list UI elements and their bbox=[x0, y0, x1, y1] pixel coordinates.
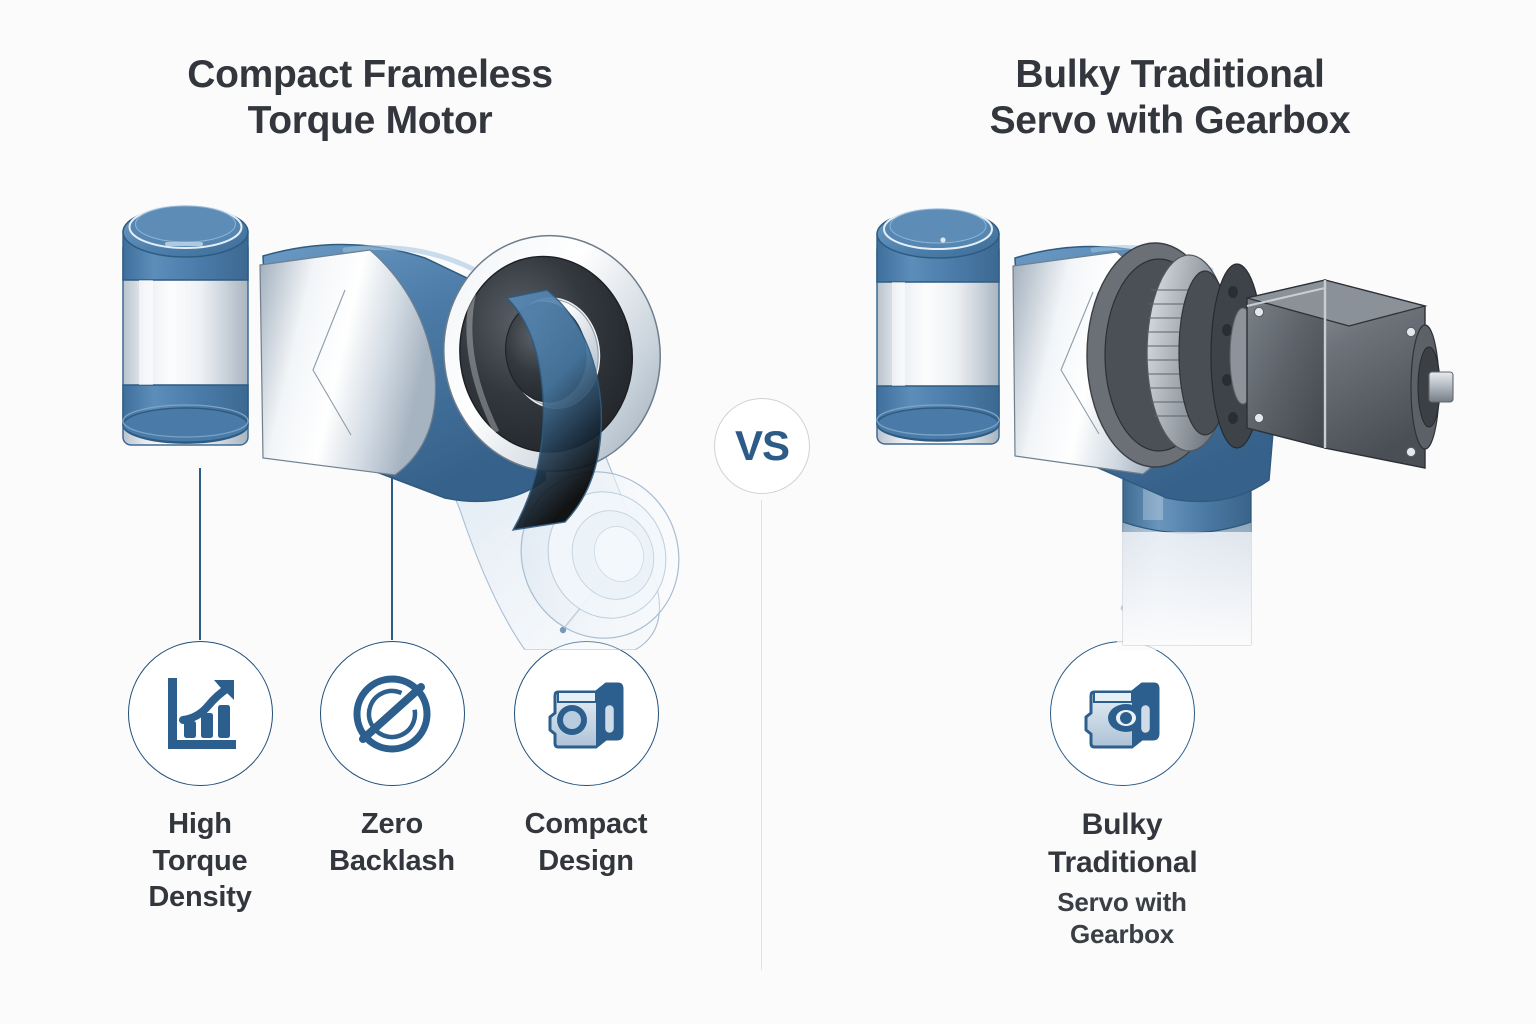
feature-label: High Torque Density bbox=[126, 806, 274, 916]
ring-cowl bbox=[505, 289, 603, 531]
left-title-line2: Torque Motor bbox=[247, 99, 493, 143]
feature-icon-circle bbox=[513, 641, 659, 786]
right-panel-title: Bulky Traditional Servo with Gearbox bbox=[880, 52, 1460, 144]
left-panel-title: Compact Frameless Torque Motor bbox=[60, 52, 680, 144]
bulky-servo-gearbox-illustration bbox=[855, 180, 1455, 655]
feature-label-line1: Compact bbox=[524, 808, 648, 840]
gearbox-output-shaft bbox=[1410, 324, 1454, 450]
joint-cylinder-base bbox=[122, 205, 249, 446]
gearbox-body bbox=[1246, 279, 1428, 469]
panel-divider bbox=[761, 500, 763, 970]
feature-label-sub: Servo with Gearbox bbox=[1057, 886, 1187, 950]
vs-label: VS bbox=[734, 422, 790, 469]
feature-high-torque-density[interactable]: High Torque Density bbox=[126, 641, 274, 916]
right-title-line1: Bulky Traditional bbox=[1015, 53, 1325, 96]
feature-icon-circle bbox=[127, 641, 273, 786]
bulky-servo-icon bbox=[1084, 682, 1160, 748]
feature-label-line1: High bbox=[168, 808, 232, 840]
feature-icon-circle bbox=[319, 641, 465, 786]
feature-label-line2: Design bbox=[538, 844, 634, 877]
feature-label: Bulky Traditional Servo with Gearbox bbox=[1048, 806, 1198, 951]
right-title-line2: Servo with Gearbox bbox=[989, 99, 1351, 143]
feature-label-line2: Torque bbox=[152, 844, 248, 877]
joint-cone bbox=[259, 249, 437, 476]
feature-zero-backlash[interactable]: Zero Backlash bbox=[318, 641, 466, 879]
joint-cylinder-base-right bbox=[876, 208, 1000, 445]
feature-label: Zero Backlash bbox=[318, 806, 466, 879]
left-title-line1: Compact Frameless bbox=[187, 53, 553, 96]
feature-icon-circle bbox=[1049, 641, 1195, 786]
no-backlash-icon bbox=[353, 675, 431, 752]
leader-line-zero-backlash bbox=[391, 468, 393, 640]
feature-label-line2: Traditional bbox=[1048, 845, 1198, 879]
bar-chart-growth-icon bbox=[168, 677, 236, 749]
feature-label-line1: Zero bbox=[360, 808, 424, 840]
feature-label-line3: Density bbox=[148, 881, 252, 914]
feature-bulky-traditional-servo[interactable]: Bulky Traditional Servo with Gearbox bbox=[1048, 641, 1198, 951]
vs-badge: VS bbox=[714, 398, 810, 494]
compact-motor-icon bbox=[548, 682, 624, 748]
feature-label-line2: Backlash bbox=[329, 844, 455, 877]
feature-compact-design[interactable]: Compact Design bbox=[512, 641, 660, 879]
leader-line-high-torque bbox=[199, 468, 201, 640]
feature-label: Compact Design bbox=[512, 806, 660, 879]
feature-label-line1: Bulky bbox=[1081, 808, 1163, 841]
frameless-torque-motor-illustration bbox=[95, 180, 715, 655]
